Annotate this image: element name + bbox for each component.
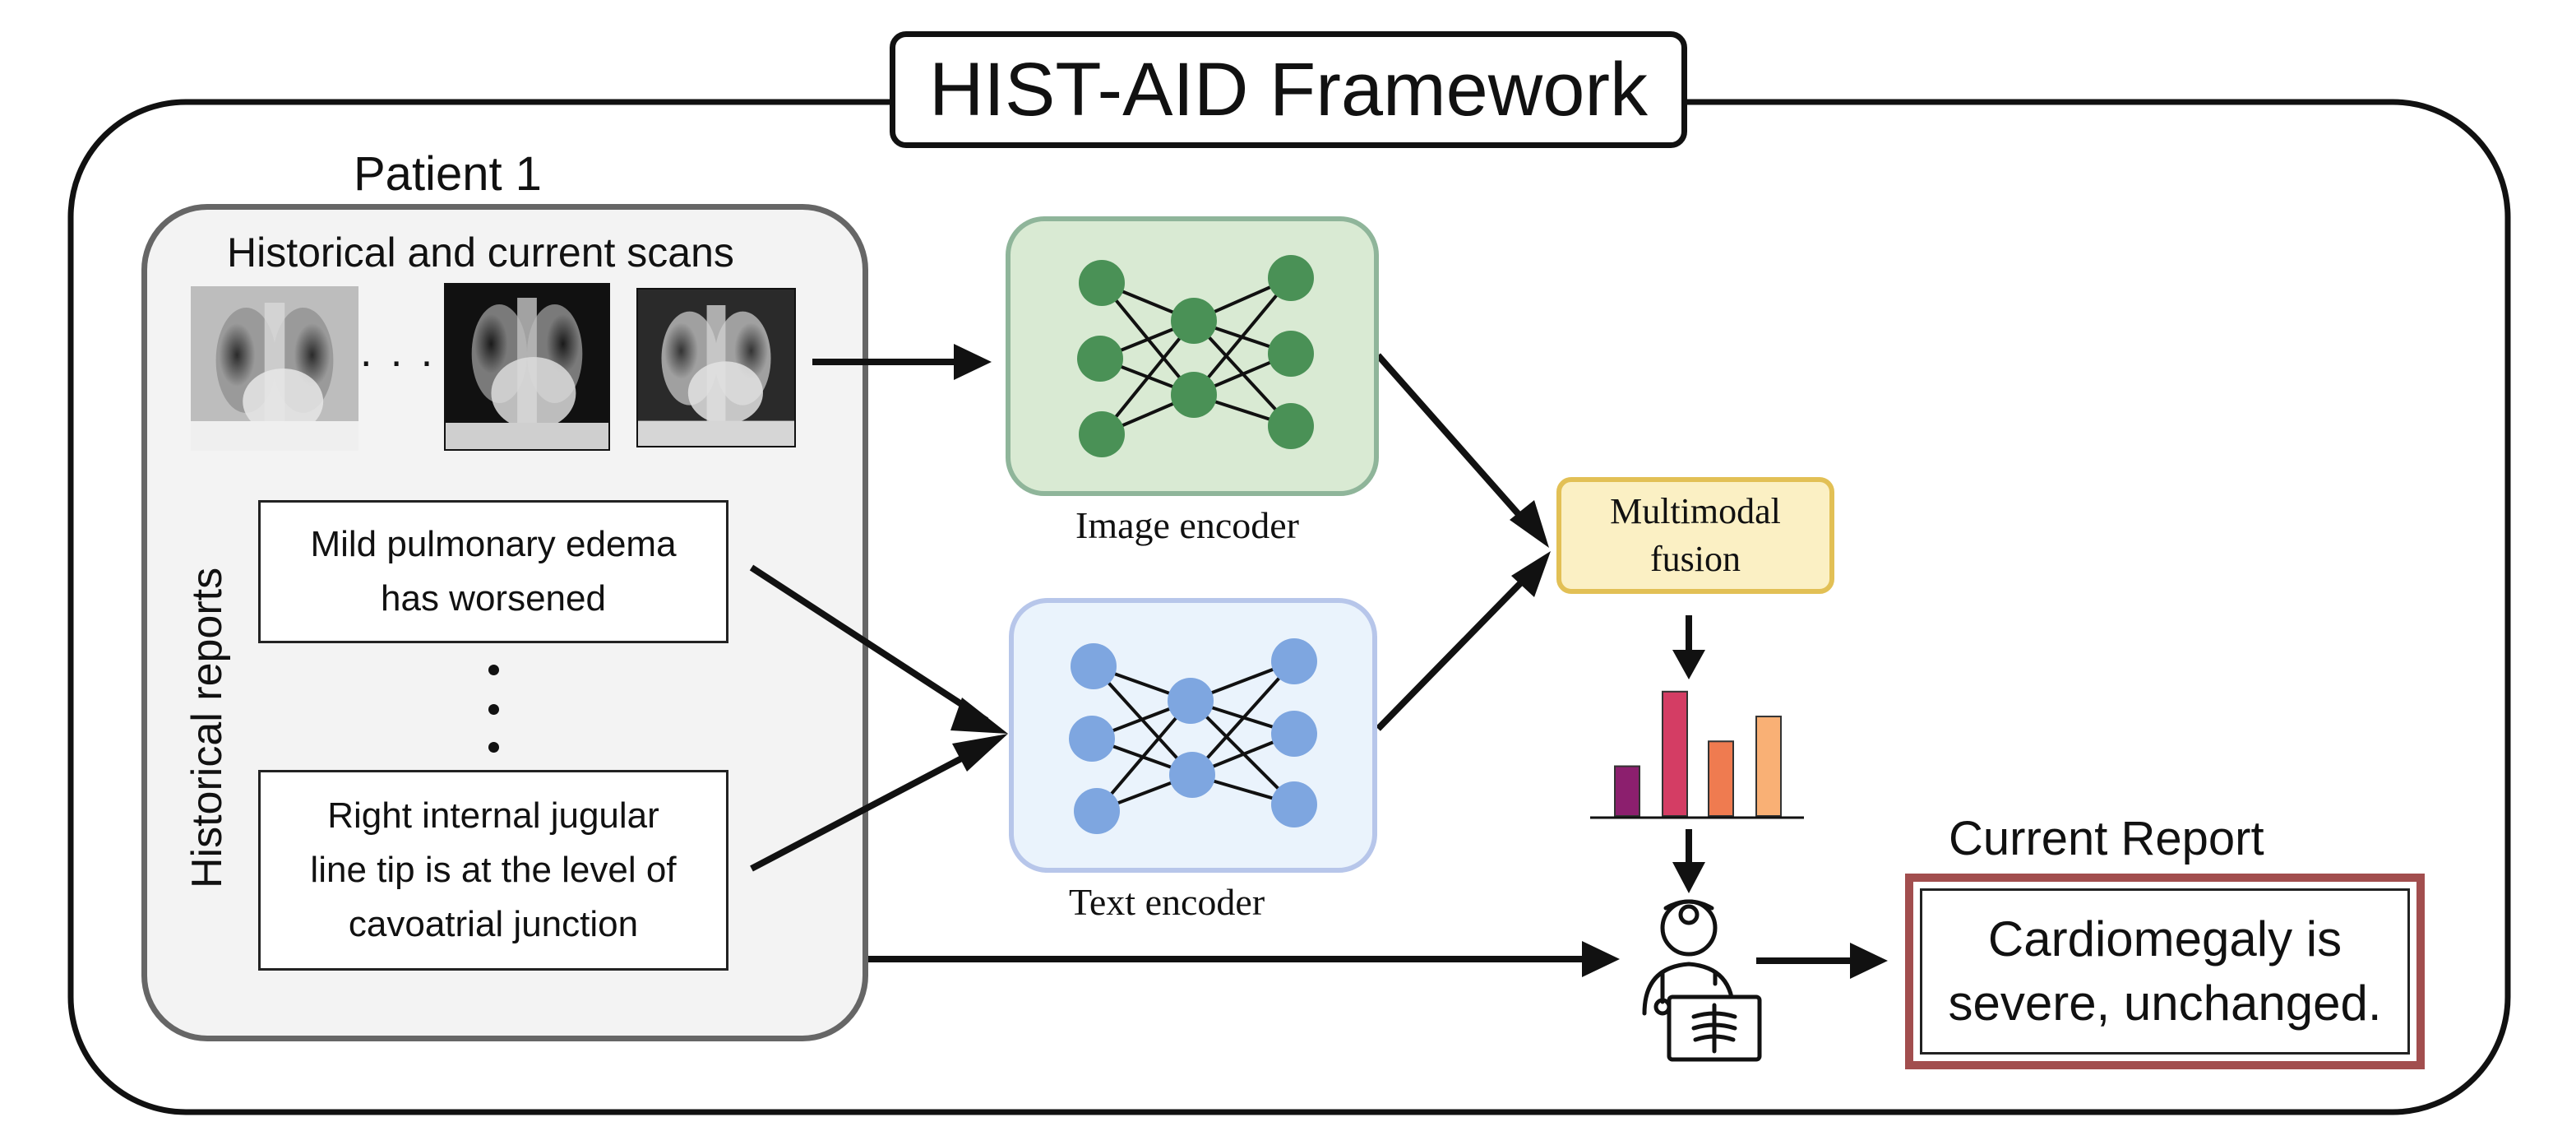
network-node <box>1271 781 1317 827</box>
current-report-line: Cardiomegaly is <box>1987 911 2342 967</box>
image-encoder-label: Image encoder <box>1075 504 1300 546</box>
network-node <box>1268 403 1314 449</box>
network-node <box>1069 716 1115 762</box>
arrowhead <box>952 734 1008 772</box>
network-node <box>1171 298 1217 344</box>
current-report-label: Current Report <box>1949 812 2264 865</box>
network-node <box>1268 331 1314 377</box>
current-report-text: Cardiomegaly is severe, unchanged. <box>1920 888 2410 1055</box>
historical-report-1: Mild pulmonary edema has worsened <box>258 500 728 643</box>
arrowhead <box>950 698 1008 734</box>
historical-report-2: Right internal jugular line tip is at th… <box>258 770 728 971</box>
xray-scan-1 <box>191 286 358 451</box>
arrow-text-encoder-to-fusion <box>1376 572 1532 731</box>
network-node <box>1074 788 1120 834</box>
network-node <box>1271 638 1317 684</box>
report-line: cavoatrial junction <box>348 904 639 944</box>
output-bar <box>1708 740 1734 818</box>
network-node <box>1077 336 1123 382</box>
network-node <box>1169 752 1215 798</box>
network-node <box>1171 372 1217 418</box>
network-node <box>1168 678 1214 724</box>
fusion-line: fusion <box>1650 539 1741 579</box>
network-node <box>1271 711 1317 757</box>
current-report-line: severe, unchanged. <box>1948 976 2382 1031</box>
text-encoder-label: Text encoder <box>1069 881 1265 923</box>
arrowhead <box>1582 941 1620 977</box>
arrow-image-encoder-to-fusion <box>1376 353 1532 529</box>
framework-title: HIST-AID Framework <box>890 31 1687 148</box>
output-bar <box>1755 716 1782 817</box>
report-line: line tip is at the level of <box>310 850 677 890</box>
scan-ellipsis: . . . <box>360 328 437 376</box>
arrowhead <box>1672 862 1705 893</box>
arrow-report2-to-text-encoder <box>750 742 988 872</box>
arrowhead <box>1850 943 1888 979</box>
fusion-line: Multimodal <box>1610 491 1781 531</box>
xray-scan-2 <box>444 283 610 451</box>
ellipsis-dot <box>488 665 499 675</box>
ellipsis-dot <box>488 704 499 715</box>
xray-scan-3 <box>636 288 796 447</box>
patient-label: Patient 1 <box>354 147 542 201</box>
current-report-box: Cardiomegaly is severe, unchanged. <box>1905 874 2425 1069</box>
ellipsis-dot <box>488 742 499 753</box>
report-line: Right internal jugular <box>327 795 659 836</box>
arrowhead <box>1672 650 1705 679</box>
multimodal-fusion-box: Multimodal fusion <box>1556 477 1834 594</box>
network-node <box>1268 255 1314 301</box>
arrow-report1-to-text-encoder <box>749 564 989 724</box>
network-node <box>1079 260 1125 306</box>
arrowhead <box>1511 551 1551 597</box>
arrowhead <box>1510 500 1549 548</box>
image-encoder-network-icon <box>1077 255 1314 457</box>
output-bar <box>1662 690 1688 817</box>
network-node <box>1071 643 1117 689</box>
text-encoder-network-icon <box>1069 638 1317 834</box>
arrowhead <box>954 344 992 380</box>
report-line: Mild pulmonary edema <box>310 524 677 564</box>
network-node <box>1079 411 1125 457</box>
output-bar <box>1614 765 1640 818</box>
scans-heading: Historical and current scans <box>227 229 734 276</box>
report-line: has worsened <box>381 578 606 619</box>
